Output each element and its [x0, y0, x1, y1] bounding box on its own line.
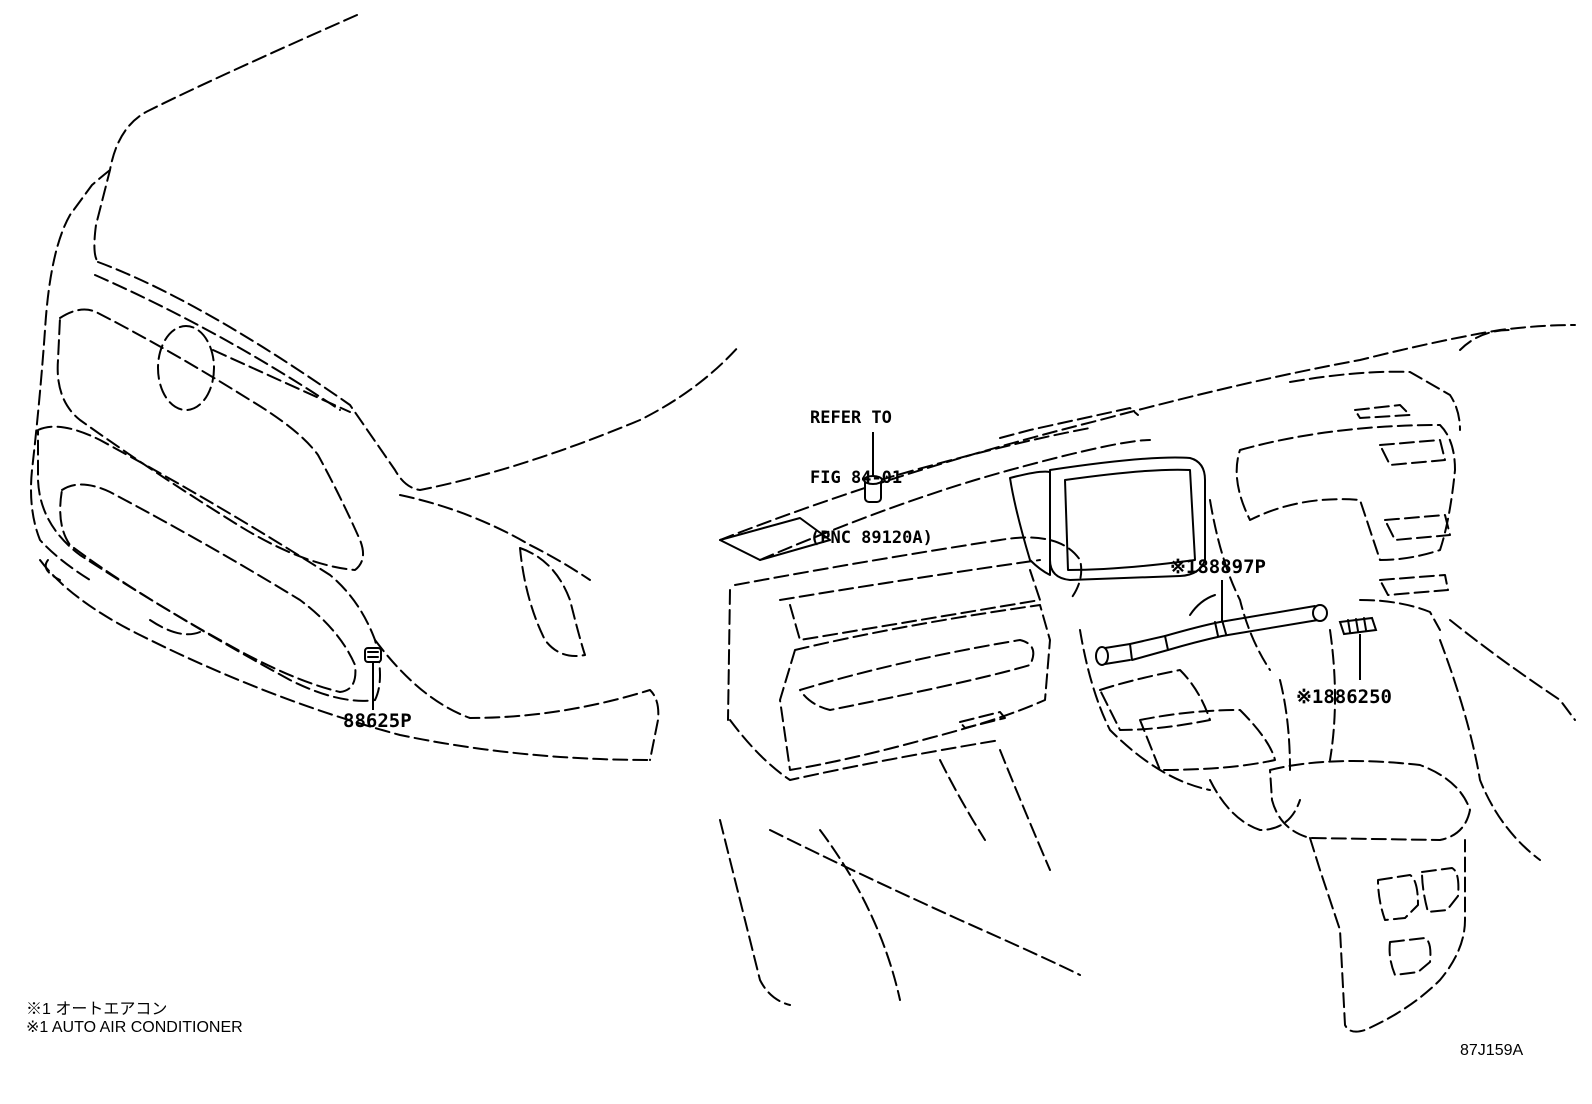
refer-line-3: (PNC 89120A): [810, 528, 933, 548]
figure-id: 87J159A: [1460, 1042, 1524, 1059]
center-display: [1049, 456, 1206, 581]
refer-line-1: REFER TO: [810, 408, 892, 428]
part-number-88897p: ※188897P: [1170, 556, 1266, 578]
refer-line-2: FIG 84-01: [810, 468, 903, 488]
dashboard-interior-drawing: [719, 324, 1576, 1033]
refer-callout: REFER TO FIG 84-01 (PNC 89120A): [810, 368, 933, 568]
note-japanese: ※1 オートエアコン: [26, 1001, 168, 1018]
ambient-sensor-part: [364, 647, 382, 663]
note-english: ※1 AUTO AIR CONDITIONER: [26, 1019, 243, 1036]
part-number-88625q: ※1886250: [1296, 686, 1392, 708]
vehicle-front-drawing: [30, 14, 741, 761]
part-number-88625p: 88625P: [343, 710, 412, 732]
